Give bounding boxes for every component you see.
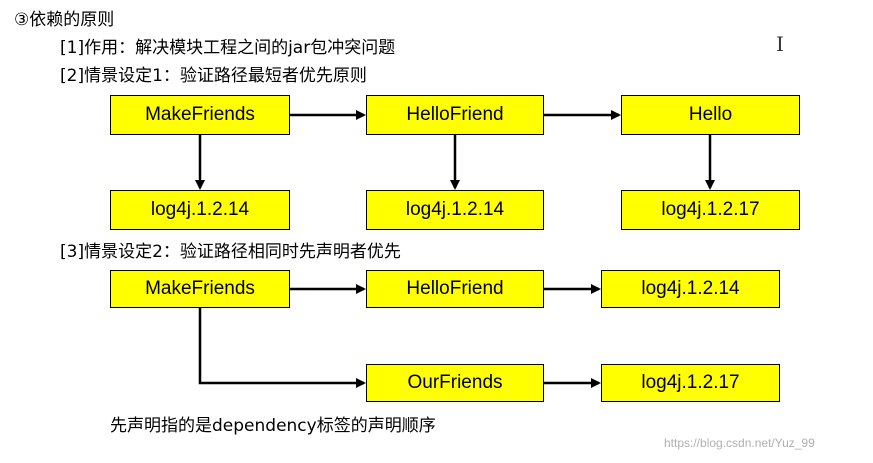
s2-hellofriend-box: HelloFriend (366, 270, 544, 308)
scenario1-title: [2]情景设定1：验证路径最短者优先原则 (60, 66, 367, 86)
note-text: 先声明指的是dependency标签的声明顺序 (110, 416, 436, 436)
s2-log4j-box-1: log4j.1.2.14 (601, 270, 780, 308)
arrow-s2-make-to-ourfriends (198, 308, 366, 388)
s1-log4j-box-1: log4j.1.2.14 (110, 190, 290, 230)
scenario2-title: [3]情景设定2：验证路径相同时先声明者优先 (60, 242, 401, 262)
purpose-line: [1]作用：解决模块工程之间的jar包冲突问题 (60, 38, 396, 58)
s1-makefriends-box: MakeFriends (110, 95, 290, 135)
text-cursor-icon: I (776, 32, 784, 56)
s1-log4j-box-3: log4j.1.2.17 (621, 190, 800, 230)
s2-ourfriends-box: OurFriends (366, 364, 544, 402)
s1-hello-box: Hello (621, 95, 800, 135)
s2-log4j-box-2: log4j.1.2.17 (601, 364, 780, 402)
heading: ③依赖的原则 (14, 10, 115, 30)
s2-makefriends-box: MakeFriends (110, 270, 290, 308)
s1-hellofriend-box: HelloFriend (366, 95, 544, 135)
s1-log4j-box-2: log4j.1.2.14 (366, 190, 544, 230)
watermark: https://blog.csdn.net/Yuz_99 (664, 436, 815, 450)
